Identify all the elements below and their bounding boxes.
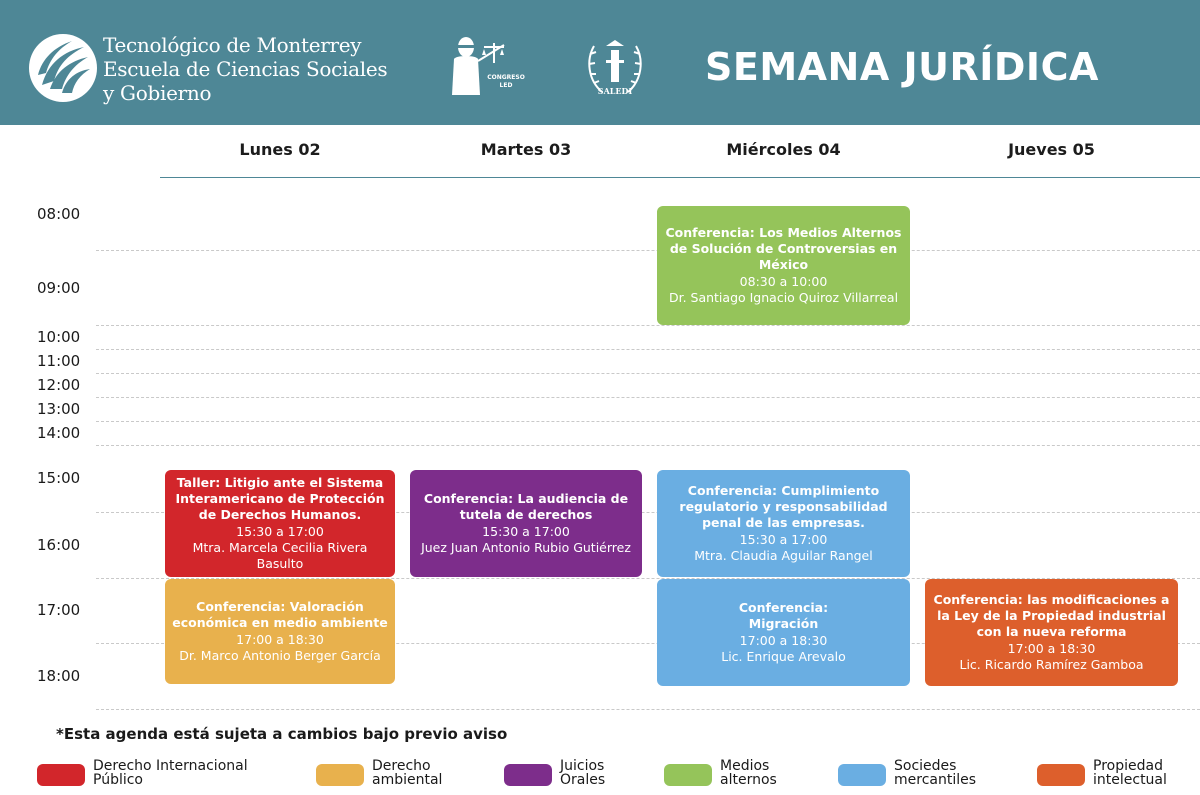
legend-swatch — [37, 764, 85, 786]
grid-line — [96, 445, 1200, 446]
grid-line — [96, 397, 1200, 398]
grid-line — [96, 373, 1200, 374]
institution-name: Tecnológico de Monterrey Escuela de Cien… — [103, 33, 388, 105]
event-card-medios-alternos[interactable]: Conferencia: Los Medios Alternos de Solu… — [657, 206, 910, 325]
grid-line — [96, 709, 1200, 710]
event-title-text: Conferencia: Migración — [738, 599, 829, 632]
event-time-text: 15:30 a 17:00 — [739, 531, 828, 547]
event-speaker-text: Dr. Santiago Ignacio Quiroz Villarreal — [668, 289, 899, 305]
time-label: 15:00 — [37, 469, 81, 487]
grid-line — [96, 578, 1200, 579]
event-title-text: Conferencia: Cumplimiento regulatorio y … — [679, 482, 888, 531]
time-label: 12:00 — [37, 376, 81, 394]
event-speaker-text: Lic. Enrique Arevalo — [721, 648, 846, 664]
event-time-text: 17:00 a 18:30 — [236, 631, 324, 647]
legend-label: Propiedad intelectual — [1093, 758, 1167, 788]
legend-swatch — [1037, 764, 1085, 786]
legend-swatch — [316, 764, 364, 786]
flame-logo-icon — [29, 34, 97, 102]
legend-swatch — [504, 764, 552, 786]
event-time-text: 15:30 a 17:00 — [236, 523, 324, 539]
grid-line — [96, 325, 1200, 326]
grid-line — [96, 349, 1200, 350]
event-card-propiedad-industrial[interactable]: Conferencia: las modificaciones a la Ley… — [925, 579, 1178, 686]
day-header-monday: Lunes 02 — [239, 140, 321, 159]
grid-line — [96, 250, 1200, 251]
event-card-tutela-derechos[interactable]: Conferencia: La audiencia de tutela de d… — [410, 470, 642, 577]
day-header-wednesday: Miércoles 04 — [726, 140, 841, 159]
event-title-text: Conferencia: Valoración económica en med… — [172, 598, 388, 631]
legend-label: Juicios Orales — [560, 758, 606, 788]
event-speaker-text: Mtra. Marcela Cecilia Rivera Basulto — [192, 539, 368, 572]
event-speaker-text: Dr. Marco Antonio Berger García — [179, 647, 381, 663]
event-time-text: 17:00 a 18:30 — [1007, 640, 1096, 656]
saledi-emblem-logo-icon: SALEDI — [588, 40, 642, 96]
time-label: 09:00 — [37, 279, 81, 297]
event-card-migracion[interactable]: Conferencia: Migración 17:00 a 18:30 Lic… — [657, 579, 910, 686]
lady-justice-congress-logo-icon: CONGRESO LED — [452, 37, 525, 95]
time-label: 14:00 — [37, 424, 81, 442]
time-label: 08:00 — [37, 205, 81, 223]
time-label: 17:00 — [37, 601, 81, 619]
event-card-cumplimiento-regulatorio[interactable]: Conferencia: Cumplimiento regulatorio y … — [657, 470, 910, 577]
day-header-tuesday: Martes 03 — [480, 140, 572, 159]
event-title: SEMANA JURÍDICA — [705, 45, 1099, 89]
congress-logo-subtext: LED — [500, 82, 513, 89]
legend-swatch — [664, 764, 712, 786]
event-time-text: 17:00 a 18:30 — [739, 632, 828, 648]
congress-logo-text: CONGRESO — [487, 74, 525, 81]
event-speaker-text: Lic. Ricardo Ramírez Gamboa — [959, 656, 1144, 672]
time-label: 10:00 — [37, 328, 81, 346]
grid-line — [96, 421, 1200, 422]
time-label: 16:00 — [37, 536, 81, 554]
event-speaker-text: Mtra. Claudia Aguilar Rangel — [694, 547, 873, 563]
legend-label: Medios alternos — [720, 758, 777, 788]
legend-swatch — [838, 764, 886, 786]
event-card-valoracion-economica[interactable]: Conferencia: Valoración económica en med… — [165, 579, 395, 684]
event-title-text: Conferencia: Los Medios Alternos de Solu… — [665, 224, 902, 273]
grid-line — [96, 643, 1200, 644]
event-speaker-text: Juez Juan Antonio Rubio Gutiérrez — [421, 539, 631, 555]
time-label: 13:00 — [37, 400, 81, 418]
disclaimer-note: *Esta agenda está sujeta a cambios bajo … — [56, 725, 508, 743]
event-title-text: Conferencia: La audiencia de tutela de d… — [423, 490, 629, 523]
legend-label: Sociedes mercantiles — [894, 758, 977, 788]
saledi-logo-text: SALEDI — [598, 86, 633, 96]
event-time-text: 08:30 a 10:00 — [739, 273, 828, 289]
event-card-litigio[interactable]: Taller: Litigio ante el Sistema Interame… — [165, 470, 395, 577]
legend-label: Derecho Internacional Público — [93, 758, 248, 788]
time-label: 18:00 — [37, 667, 81, 685]
header-banner: Tecnológico de Monterrey Escuela de Cien… — [0, 0, 1200, 125]
day-header-divider — [160, 177, 1200, 178]
day-header-thursday: Jueves 05 — [1008, 140, 1095, 159]
legend-label: Derecho ambiental — [372, 758, 443, 788]
event-title-text: Taller: Litigio ante el Sistema Interame… — [175, 474, 385, 523]
event-time-text: 15:30 a 17:00 — [482, 523, 570, 539]
grid-line — [96, 512, 1200, 513]
event-title-text: Conferencia: las modificaciones a la Ley… — [933, 591, 1170, 640]
time-label: 11:00 — [37, 352, 81, 370]
